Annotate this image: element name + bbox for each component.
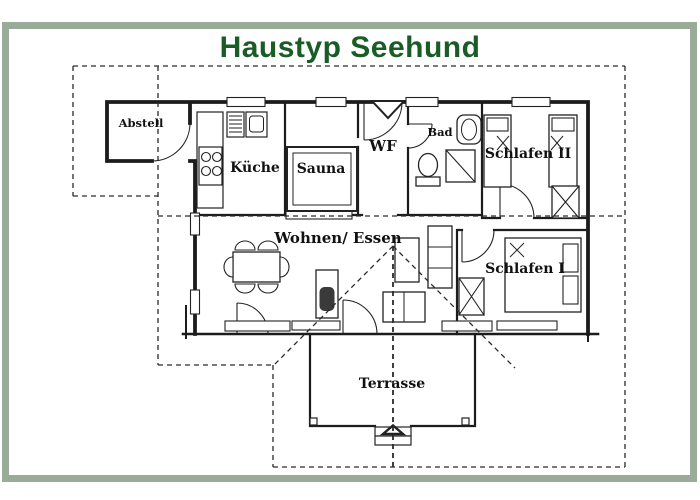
bedroom1-door-arc: [461, 229, 495, 263]
blanket-fold: [509, 242, 525, 258]
terrace-post: [461, 417, 470, 426]
window-south-2: [291, 320, 341, 331]
chair: [257, 240, 279, 251]
blanket-fold: [550, 135, 564, 151]
toilet-icon: [417, 152, 439, 178]
roof-outline-dashed: [72, 65, 626, 468]
blanket-fold: [496, 135, 510, 151]
window-west-1: [189, 212, 201, 236]
room-label-abstell: Abstell: [118, 116, 164, 130]
terrace-door-right-arc: [342, 299, 378, 335]
pillow: [551, 117, 575, 132]
living-furniture: [223, 225, 453, 323]
sink-basin: [249, 115, 264, 133]
terrace-post: [309, 417, 318, 426]
window-south-1: [224, 320, 291, 332]
window-south-3: [441, 320, 493, 332]
chair: [223, 256, 234, 278]
room-label-wohnen: Wohnen/ Essen: [273, 229, 401, 247]
sauna-south-lining: [285, 210, 353, 220]
window-hall: [315, 96, 347, 108]
room-label-schlafen2: Schlafen II: [485, 146, 571, 162]
window-south-4: [496, 320, 558, 331]
sideboard: [394, 237, 420, 283]
bedroom2-furniture: [483, 114, 580, 219]
room-labels: Abstell Küche Sauna WF Bad Schlafen II W…: [118, 116, 572, 392]
pillow: [562, 243, 579, 273]
fireplace-door: [319, 287, 335, 311]
washbasin-bowl: [461, 118, 477, 141]
sauna-box: [286, 146, 358, 212]
window-kitchen: [226, 96, 266, 108]
bath-door-arc: [407, 123, 433, 149]
shelf-unit: [427, 225, 453, 289]
window-bedroom2: [511, 96, 551, 108]
toilet-base: [415, 176, 441, 187]
window-west-2: [189, 289, 201, 315]
room-label-sauna: Sauna: [297, 161, 346, 177]
pillow: [486, 117, 509, 132]
window-bath: [405, 96, 439, 108]
sauna-outline: [286, 146, 358, 212]
shelf-dividers: [428, 246, 452, 269]
burner-icon: [211, 151, 223, 163]
pillow: [562, 275, 579, 305]
page-title: Haustyp Seehund: [220, 31, 481, 64]
bathroom-fixtures: [415, 114, 482, 187]
burner-icon: [200, 151, 212, 163]
entrance-door-arc: [363, 101, 403, 141]
burner-icon: [211, 165, 223, 177]
burner-icon: [200, 165, 212, 177]
shower-diagonal: [445, 149, 476, 183]
chair: [279, 256, 290, 278]
wardrobe-x: [551, 185, 580, 219]
room-label-kueche: Küche: [230, 160, 280, 176]
bedroom1-furniture: [458, 237, 582, 316]
chair: [234, 283, 256, 294]
entrance-canopy-icon: [369, 100, 407, 120]
roof-hip-lines: [272, 245, 516, 369]
roof-overhang-lines: [72, 65, 626, 468]
room-label-terrasse: Terrasse: [359, 376, 425, 392]
room-label-schlafen1: Schlafen I: [485, 261, 565, 277]
green-frame-border: [2, 22, 697, 482]
kitchen-fixtures: [196, 111, 268, 209]
chair: [234, 240, 256, 251]
windows: [189, 96, 558, 332]
sauna-bench: [292, 152, 352, 206]
dining-table: [232, 251, 281, 283]
room-label-wf: WF: [368, 137, 397, 155]
room-label-bad: Bad: [427, 125, 452, 139]
dishwasher-stripes: [229, 115, 242, 133]
terrace-outline: [308, 332, 477, 428]
chair: [257, 283, 279, 294]
wardrobe-x: [458, 277, 485, 316]
